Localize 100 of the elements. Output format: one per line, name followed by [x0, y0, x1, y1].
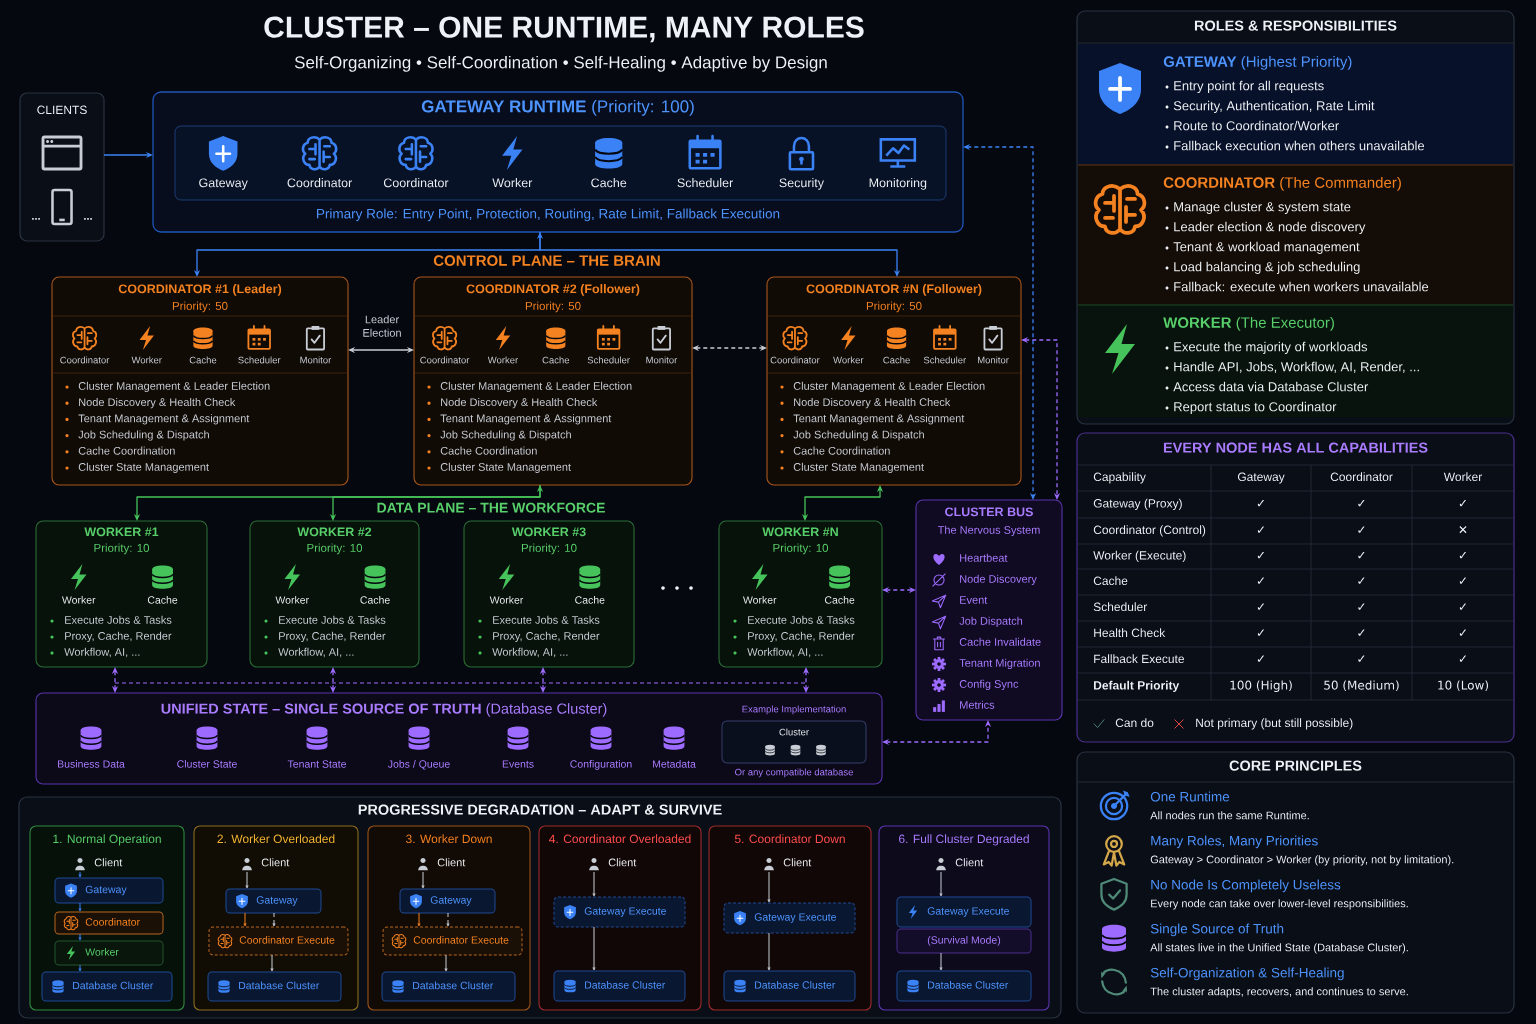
row-label: Fallback Execute — [1094, 654, 1185, 664]
arrow — [78, 933, 82, 941]
client-label: Client — [608, 858, 637, 867]
icon-label: Worker — [131, 356, 162, 364]
bullet-item: Cache Coordination — [440, 446, 537, 455]
bullet-item: Execute the majority of workloads — [1174, 341, 1368, 354]
scenario-title: 1. Normal Operation — [53, 834, 161, 846]
column-header: Gateway — [1237, 472, 1285, 484]
table-value: ✓ — [1358, 655, 1365, 662]
icon-label: Security — [779, 178, 824, 190]
gateway-box: Gateway — [399, 888, 496, 914]
icon-label: Cache — [189, 356, 217, 364]
row-label: Default Priority — [1094, 680, 1180, 692]
list-item: Heartbeat — [960, 553, 1008, 562]
principle-title: Single Source of Truth — [1150, 923, 1284, 937]
gateway-box: Gateway Execute — [896, 896, 1032, 928]
panel-title: ROLES & RESPONSIBILITIES — [1194, 20, 1397, 31]
bullet-item: Manage cluster & system state — [1174, 201, 1351, 214]
table-value: ✓ — [1459, 577, 1466, 584]
icon-label: Monitor — [646, 356, 678, 364]
bullet-item: Job Scheduling & Dispatch — [793, 430, 924, 441]
bullet-item: Cluster State Management — [793, 462, 924, 473]
gateway-box: Gateway — [54, 877, 164, 904]
column-header: Worker — [1443, 472, 1483, 482]
bullet-item: Execute Jobs & Tasks — [65, 615, 172, 624]
icon-label: Cache — [542, 356, 570, 364]
icon-label: Events — [502, 760, 534, 768]
priority-text: Priority: 50 — [866, 301, 922, 313]
panel-title: EVERY NODE HAS ALL CAPABILITIES — [1163, 442, 1428, 453]
icon-label: Business Data — [58, 760, 125, 768]
list-item: Config Sync — [959, 679, 1019, 690]
arrow — [939, 952, 943, 971]
dashed-double-arrow — [539, 667, 547, 693]
card-title: COORDINATOR #N (Follower) — [806, 284, 982, 296]
table-value: ✓ — [1459, 603, 1466, 610]
table-value: ✓ — [1358, 551, 1365, 559]
arrow — [592, 926, 596, 971]
icon-label: Metadata — [653, 760, 696, 768]
bullet-item: Cluster Management & Leader Election — [793, 381, 985, 392]
table-value: ✓ — [1459, 629, 1466, 636]
table-value: ✓ — [1257, 577, 1264, 584]
principle-title: No Node Is Completely Useless — [1151, 879, 1341, 893]
bullet-item: Cache Coordination — [793, 446, 890, 455]
icon-label: Coordinator — [770, 356, 820, 364]
edge-label: Leader Election — [355, 314, 409, 338]
icon-label: Scheduler — [238, 356, 281, 364]
dashed-double-arrow — [692, 344, 767, 352]
section-heading: DATA PLANE – THE WORKFORCE — [377, 502, 605, 513]
list-item: Cache Invalidate — [959, 637, 1041, 646]
scenario-title: 4. Coordinator Overloaded — [549, 834, 691, 844]
double-arrow — [348, 346, 414, 354]
list-item: Metrics — [960, 700, 995, 709]
icon-label: Coordinator — [383, 178, 449, 188]
table-value: ✕ — [1459, 526, 1467, 534]
card-title: WORKER #N — [762, 527, 838, 537]
database-box: Database Cluster — [553, 970, 686, 1002]
bullet-item: Proxy, Cache, Render — [748, 631, 855, 642]
bullet-item: Execute Jobs & Tasks — [279, 615, 386, 624]
icon-label: Worker — [743, 596, 777, 604]
bullet-item: Proxy, Cache, Render — [279, 631, 386, 642]
table-value: ✓ — [1257, 629, 1264, 636]
gateway-box: Gateway Execute — [723, 902, 856, 934]
bullet-item: Route to Coordinator/Worker — [1174, 120, 1339, 131]
dashed-arrow — [446, 912, 450, 927]
section-heading: CONTROL PLANE – THE BRAIN — [433, 255, 660, 266]
priority-text: Priority: 10 — [521, 543, 577, 555]
arrow — [939, 871, 943, 897]
card-title: WORKER #2 — [297, 527, 372, 537]
bullet-item: Execute Jobs & Tasks — [493, 615, 600, 624]
bullet-item: Cluster Management & Leader Election — [440, 381, 632, 392]
bullet-item: Job Scheduling & Dispatch — [440, 430, 571, 441]
list-item: Event — [960, 596, 988, 604]
icon-label: Scheduler — [923, 356, 967, 364]
database-box: Database Cluster — [896, 970, 1032, 1002]
coordinator-box: Coordinator — [54, 911, 164, 935]
icon-label: Jobs / Queue — [387, 760, 450, 770]
bullet-item: Cluster Management & Leader Election — [78, 381, 270, 392]
icon-label: Worker — [62, 596, 96, 604]
box-note: Or any compatible database — [735, 768, 853, 778]
worker-box: Worker — [54, 940, 164, 966]
principle-text: Every node can take over lower-level responsibilities. — [1151, 899, 1408, 910]
table-value: ✓ — [1358, 577, 1365, 584]
subtitle: Self-Organizing • Self-Coordination • Self-Healing • Adaptive by Design — [294, 55, 827, 72]
legend-label: Can do — [1115, 718, 1154, 728]
dashed-double-arrow — [111, 667, 119, 693]
bullet-item: Execute Jobs & Tasks — [748, 615, 855, 624]
principle-text: The cluster adapts, recovers, and continues to serve. — [1150, 987, 1408, 998]
icon-label: Monitoring — [869, 178, 927, 190]
dashed-double-arrow — [802, 667, 810, 693]
arrow — [78, 902, 82, 912]
panel-title: CORE PRINCIPLES — [1229, 760, 1362, 771]
database-box: Database Cluster — [723, 970, 856, 1002]
box-heading: Example Implementation — [742, 705, 846, 715]
client-label: Client — [94, 858, 123, 867]
bullet-item: Workflow, AI, ... — [747, 647, 823, 658]
scenario-title: 2. Worker Overloaded — [217, 834, 335, 844]
ellipsis-text: ... — [84, 218, 92, 220]
database-box: Database Cluster — [207, 971, 342, 1002]
table-value: 10 (Low) — [1438, 680, 1489, 692]
gateway-box: Gateway — [225, 888, 322, 914]
